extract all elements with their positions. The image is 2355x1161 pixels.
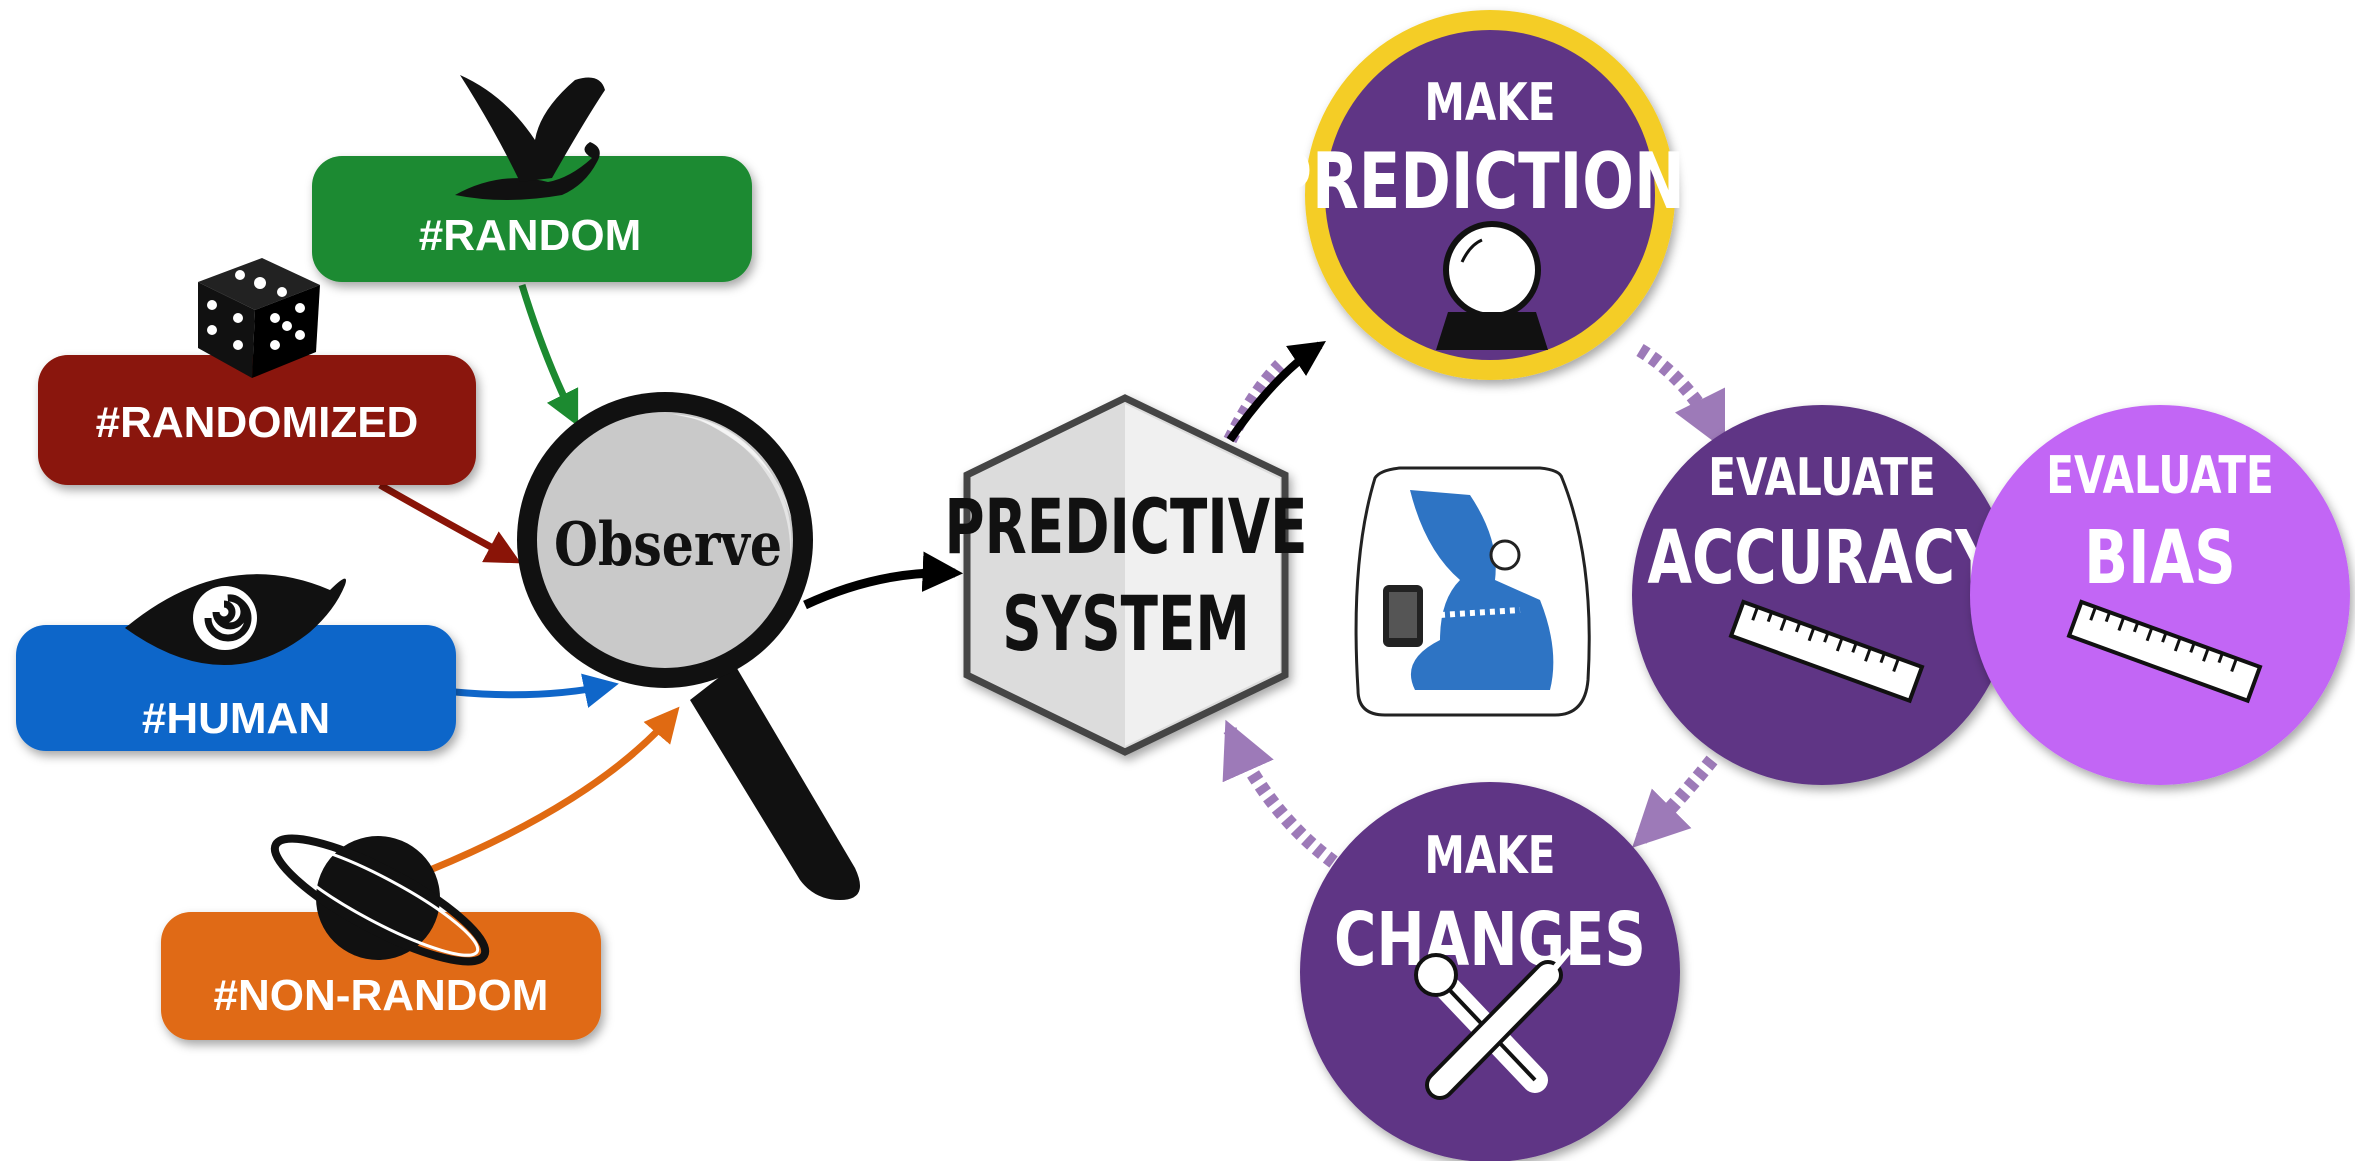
crystal-ball-icon: [1436, 221, 1548, 350]
circle-changes: MAKE CHANGES: [1300, 782, 1680, 1161]
tag-nonrandom-box: [161, 912, 601, 1040]
tag-non-random: #NON-RANDOM: [161, 834, 601, 1040]
arrow-prediction-to-accuracy: [1636, 343, 1727, 451]
system-line1: PREDICTIVE: [945, 483, 1308, 571]
robot-tablet-icon: [1354, 466, 1591, 717]
ruler-icon: [1728, 599, 1925, 704]
arrow-accuracy-to-changes: [1632, 755, 1718, 848]
source-arrows: [378, 283, 964, 874]
ruler-icon: [2066, 599, 2263, 704]
accuracy-top: EVALUATE: [1708, 447, 1935, 507]
dove-icon: [455, 75, 605, 200]
dice-icon: [198, 258, 320, 378]
tag-randomized: #RANDOMIZED: [38, 258, 476, 485]
accuracy-main: ACCURACY: [1647, 514, 1997, 601]
tools-icon: [1414, 948, 1573, 1100]
tag-random-label: #RANDOM: [419, 211, 641, 260]
circle-prediction: MAKE PREDICTION!: [1267, 10, 1713, 380]
cycle-arrows: [1222, 341, 1727, 876]
tag-human-box: [16, 625, 456, 751]
eye-icon: [125, 574, 346, 666]
planet-icon: [270, 834, 490, 966]
system-line2: SYSTEM: [1002, 580, 1250, 668]
changes-main: CHANGES: [1334, 896, 1646, 983]
tag-random: #RANDOM: [312, 75, 752, 282]
magnifying-glass-icon: Observe: [517, 392, 860, 900]
arrow-changes-to-system: [1222, 719, 1349, 876]
circle-accuracy: EVALUATE ACCURACY: [1632, 405, 2012, 785]
arrow-human-to-observe: [454, 673, 619, 708]
arrow-randomized-to-observe: [378, 481, 522, 564]
predictive-system: PREDICTIVE SYSTEM: [945, 394, 1308, 756]
circle-bias: EVALUATE BIAS: [1970, 405, 2350, 785]
arrow-random-to-observe: [518, 283, 579, 427]
tag-randomized-box: [38, 355, 476, 485]
arrow-observe-to-system: [803, 551, 964, 610]
tag-human-label: #HUMAN: [142, 694, 330, 743]
changes-top: MAKE: [1425, 825, 1556, 885]
observe-label: Observe: [554, 510, 782, 580]
bias-top: EVALUATE: [2046, 445, 2273, 505]
tag-random-box: [312, 156, 752, 282]
prediction-main: PREDICTION!: [1267, 137, 1712, 227]
tag-human: #HUMAN: [16, 574, 456, 751]
bias-main: BIAS: [2084, 514, 2236, 601]
tag-nonrandom-label: #NON-RANDOM: [214, 971, 549, 1020]
prediction-top: MAKE: [1425, 72, 1556, 132]
arrow-system-to-prediction: [1226, 341, 1326, 443]
arrow-nonrandom-to-observe: [428, 706, 680, 874]
tag-randomized-label: #RANDOMIZED: [96, 398, 419, 447]
